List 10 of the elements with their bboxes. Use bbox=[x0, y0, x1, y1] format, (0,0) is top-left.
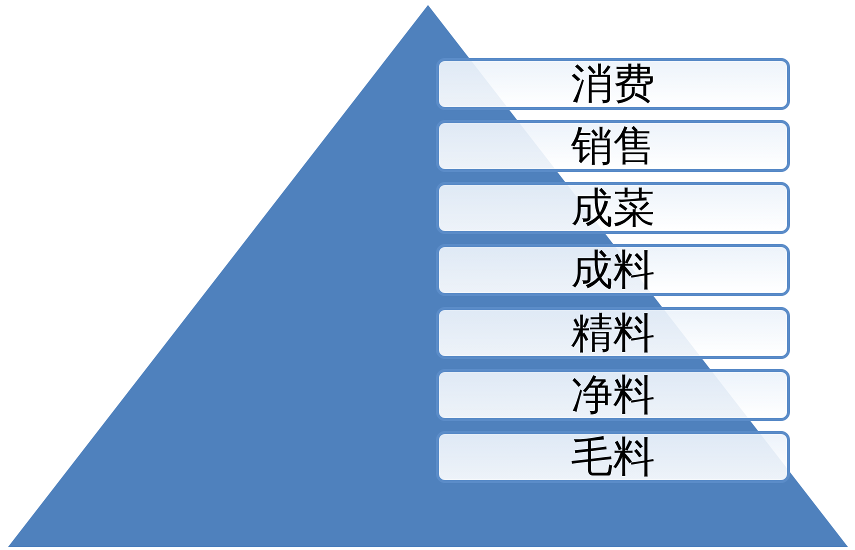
list-box bbox=[436, 120, 790, 172]
level-label: 净料 bbox=[571, 374, 655, 416]
list-box bbox=[436, 58, 790, 110]
level-label: 成菜 bbox=[571, 187, 655, 229]
level-label: 消费 bbox=[571, 63, 655, 105]
level-label: 销售 bbox=[571, 125, 655, 167]
level-label: 毛料 bbox=[571, 436, 655, 478]
level-label: 精料 bbox=[571, 312, 655, 354]
list-box bbox=[436, 182, 790, 234]
level-label: 成料 bbox=[571, 249, 655, 291]
